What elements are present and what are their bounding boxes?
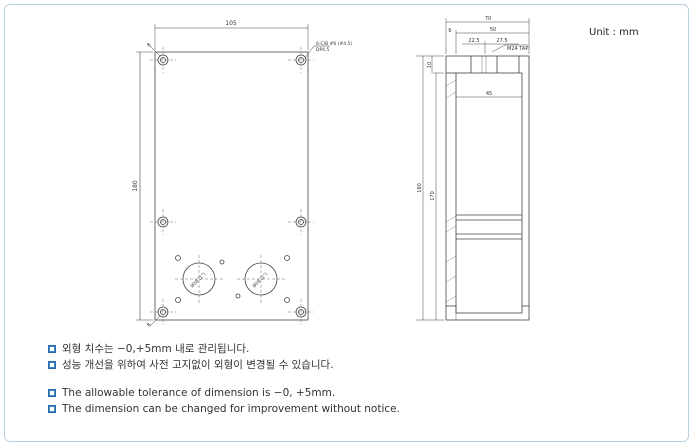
knockout-label-left: Ø28 (1") (189, 271, 208, 290)
side-dim-22-5: 22.5 (468, 38, 479, 44)
notes-list: 외형 치수는 −0,+5mm 내로 관리됩니다. 성능 개선을 위하여 사전 고… (48, 341, 400, 417)
hole-note-line2: DP4.5 (316, 47, 329, 53)
note-ko-1: 외형 치수는 −0,+5mm 내로 관리됩니다. (48, 341, 400, 357)
bullet-icon (48, 405, 56, 413)
front-corner-dim: 8 (146, 42, 152, 48)
side-depth-dim: 45 (486, 91, 492, 97)
side-outer-dim: 50 (490, 27, 496, 33)
note-en-1: The allowable tolerance of dimension is … (48, 385, 400, 401)
note-ko-2: 성능 개선을 위하여 사전 고지없이 외형이 변경될 수 있습니다. (48, 357, 400, 373)
bullet-icon (48, 361, 56, 369)
side-left-offset: 6 (448, 28, 451, 34)
bullet-icon (48, 345, 56, 353)
drawing-frame (4, 4, 689, 442)
hole-note-line1: 6-C/B #6 (#4.5) (316, 41, 352, 47)
side-view (445, 55, 530, 321)
front-bottom-corner-dim: 8 (146, 322, 152, 328)
side-total-height: 180 (417, 183, 423, 193)
unit-label: Unit : mm (589, 27, 639, 38)
bullet-icon (48, 389, 56, 397)
note-ko-2-text: 성능 개선을 위하여 사전 고지없이 외형이 변경될 수 있습니다. (62, 359, 334, 371)
note-ko-1-text: 외형 치수는 −0,+5mm 내로 관리됩니다. (62, 343, 250, 355)
knockout-label-right: Ø28 (1") (251, 271, 270, 290)
knockouts (175, 255, 290, 303)
side-dim-27-5: 27.5 (496, 38, 507, 44)
mounting-holes (157, 54, 307, 318)
side-tap-label: M24 TAP (507, 46, 528, 52)
front-width-dim: 105 (225, 20, 237, 27)
front-height-dim: 180 (132, 180, 139, 192)
front-view-outline (154, 51, 309, 321)
side-top-dim: 70 (485, 16, 491, 22)
side-lip-dim: 10 (427, 62, 433, 68)
side-inner-height: 170 (430, 191, 436, 201)
note-en-1-text: The allowable tolerance of dimension is … (62, 387, 336, 399)
note-en-2-text: The dimension can be changed for improve… (62, 403, 400, 415)
note-en-2: The dimension can be changed for improve… (48, 401, 400, 417)
